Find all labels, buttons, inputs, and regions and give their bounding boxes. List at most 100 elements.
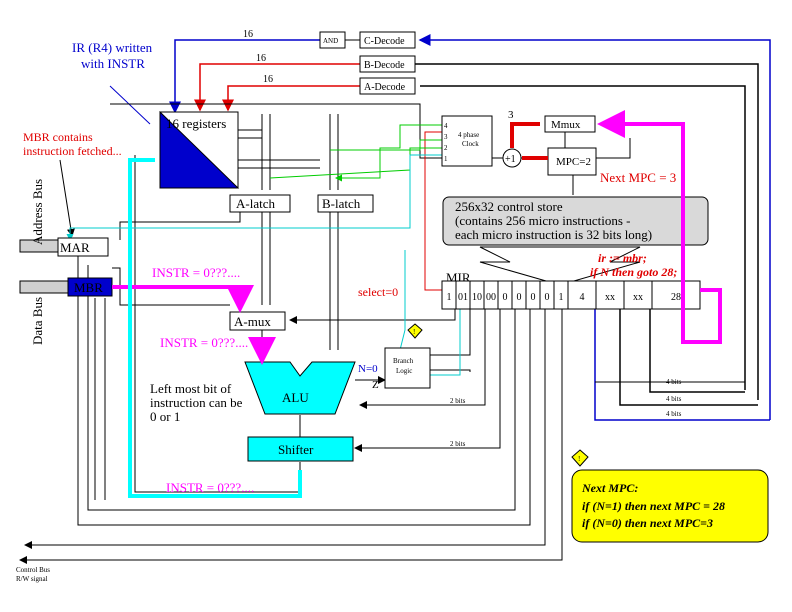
instr-amux-label: INSTR = 0???....: [160, 335, 248, 350]
bus16-c-label: 16: [243, 29, 253, 40]
clock-wires: [269, 124, 442, 182]
leftmost-note-1: Left most bit of: [150, 381, 232, 396]
and-gate: AND: [319, 31, 346, 49]
svg-text:C-Decode: C-Decode: [364, 36, 405, 47]
ir-written-note-2: with INSTR: [81, 56, 145, 71]
svg-text:ALU: ALU: [282, 390, 309, 405]
a-mux: A-mux: [229, 311, 286, 331]
n0-label: N=0: [358, 363, 378, 375]
svg-text:MBR: MBR: [74, 280, 103, 295]
mir-field-value: 0: [531, 292, 536, 303]
mir-field-cell: [651, 280, 701, 310]
svg-text:A-latch: A-latch: [236, 196, 275, 211]
svg-text:4 phase: 4 phase: [458, 131, 479, 139]
svg-text:B-latch: B-latch: [322, 196, 361, 211]
svg-text:Logic: Logic: [396, 367, 412, 375]
svg-text:2: 2: [444, 144, 448, 152]
svg-text:A-Decode: A-Decode: [364, 82, 406, 93]
svg-text:1: 1: [444, 155, 448, 163]
mbr-contains-note-1: MBR contains: [23, 130, 93, 144]
mar-register: MAR: [19, 237, 109, 257]
instr-shifter-label: INSTR = 0???....: [166, 480, 254, 495]
bits4-label-b: 4 bits: [666, 395, 682, 403]
warning-icon: !: [407, 323, 423, 339]
mir-field-value: 0: [503, 292, 508, 303]
instruction-flow-paths: [112, 110, 722, 365]
svg-text:if (N=1) then next MPC = 28: if (N=1) then next MPC = 28: [582, 499, 725, 513]
mmux: Mmux: [544, 115, 596, 133]
shifter: Shifter: [247, 436, 354, 462]
svg-text:3: 3: [444, 133, 448, 141]
svg-text:AND: AND: [323, 37, 338, 45]
svg-text:B-Decode: B-Decode: [364, 60, 405, 71]
branch-logic: Branch Logic: [384, 347, 431, 389]
svg-text:MPC=2: MPC=2: [556, 156, 591, 168]
mpc-feedback-wires: [510, 122, 548, 160]
svg-text:Branch: Branch: [393, 357, 414, 365]
svg-text:each micro instruction is 32 b: each micro instruction is 32 bits long): [455, 227, 652, 242]
four-phase-clock: 4 phase Clock 4 3 2 1: [441, 115, 493, 167]
next-mpc-note: Next MPC: if (N=1) then next MPC = 28 if…: [571, 469, 769, 543]
if-n-label: if N then goto 28;: [590, 265, 677, 279]
next-mpc-label: Next MPC = 3: [600, 170, 676, 185]
instr-mbr-label: INSTR = 0???....: [152, 265, 240, 280]
svg-text:!: !: [578, 455, 580, 463]
mir-field-value: 01: [458, 292, 468, 303]
b-decode-block: B-Decode: [359, 55, 416, 73]
bits4-label-a: 4 bits: [666, 378, 682, 386]
svg-text:16 registers: 16 registers: [166, 116, 226, 131]
mbr-register: MBR: [19, 277, 113, 297]
svg-text:!: !: [413, 328, 415, 336]
control-bus-label-2: R/W signal: [16, 575, 48, 583]
a-decode-block: A-Decode: [359, 77, 416, 95]
svg-text:4: 4: [444, 122, 448, 130]
mir-field-value: 1: [559, 292, 564, 303]
mir-field-cell: [595, 280, 625, 310]
select-label: select=0: [358, 285, 398, 299]
control-store: 256x32 control store (contains 256 micro…: [442, 196, 709, 286]
mir-field-value: 28: [671, 292, 681, 303]
svg-text:if (N=0) then next MPC=3: if (N=0) then next MPC=3: [582, 516, 713, 530]
svg-text:Next MPC:: Next MPC:: [581, 481, 638, 495]
mir-field-value: 4: [580, 292, 585, 303]
svg-text:Clock: Clock: [462, 140, 479, 148]
bits4-label-c: 4 bits: [666, 410, 682, 418]
address-bus-label: Address Bus: [30, 179, 45, 245]
bus16-a-label: 16: [263, 74, 273, 85]
svg-text:256x32 control store: 256x32 control store: [455, 199, 563, 214]
ir-written-note-1: IR (R4) written: [72, 40, 153, 55]
c-decode-block: C-Decode: [359, 31, 416, 49]
leftmost-note-2: instruction can be: [150, 395, 243, 410]
alu: ALU: [244, 361, 356, 415]
decoder-wires: [169, 34, 771, 421]
svg-text:MAR: MAR: [60, 240, 90, 255]
mir-field-value: 0: [545, 292, 550, 303]
mir-field-value: 1: [447, 292, 452, 303]
shifter-writeback-paths: [128, 158, 302, 498]
mir-field-value: 0: [517, 292, 522, 303]
mir-field-value: 00: [486, 292, 496, 303]
z-label: Z: [372, 379, 379, 391]
svg-text:(contains 256 micro instructio: (contains 256 micro instructions -: [455, 213, 630, 228]
datapath-wires: [19, 85, 631, 564]
mpc-register: MPC=2: [547, 147, 597, 176]
incrementer: +1: [502, 148, 522, 168]
svg-text:A-mux: A-mux: [234, 314, 271, 329]
mbr-contains-note-2: instruction fetched...: [23, 144, 122, 158]
bits2-shifter-label: 2 bits: [450, 440, 466, 448]
data-bus-label: Data Bus: [30, 297, 45, 345]
bus16-b-label: 16: [256, 53, 266, 64]
mir-field-cell: [567, 280, 597, 310]
svg-text:Shifter: Shifter: [278, 442, 314, 457]
register-file: 16 registers: [159, 110, 240, 189]
mmux-3-label: 3: [508, 109, 514, 121]
ir-mbr-label: ir := mbr;: [598, 251, 647, 265]
leftmost-note-3: 0 or 1: [150, 409, 180, 424]
warning-icon-note: !: [571, 449, 589, 467]
svg-text:Mmux: Mmux: [551, 119, 581, 131]
mir-field-value: xx: [633, 292, 643, 303]
svg-text:+1: +1: [505, 154, 516, 165]
mir-field-value: 10: [472, 292, 482, 303]
bits2-alu-label: 2 bits: [450, 397, 466, 405]
